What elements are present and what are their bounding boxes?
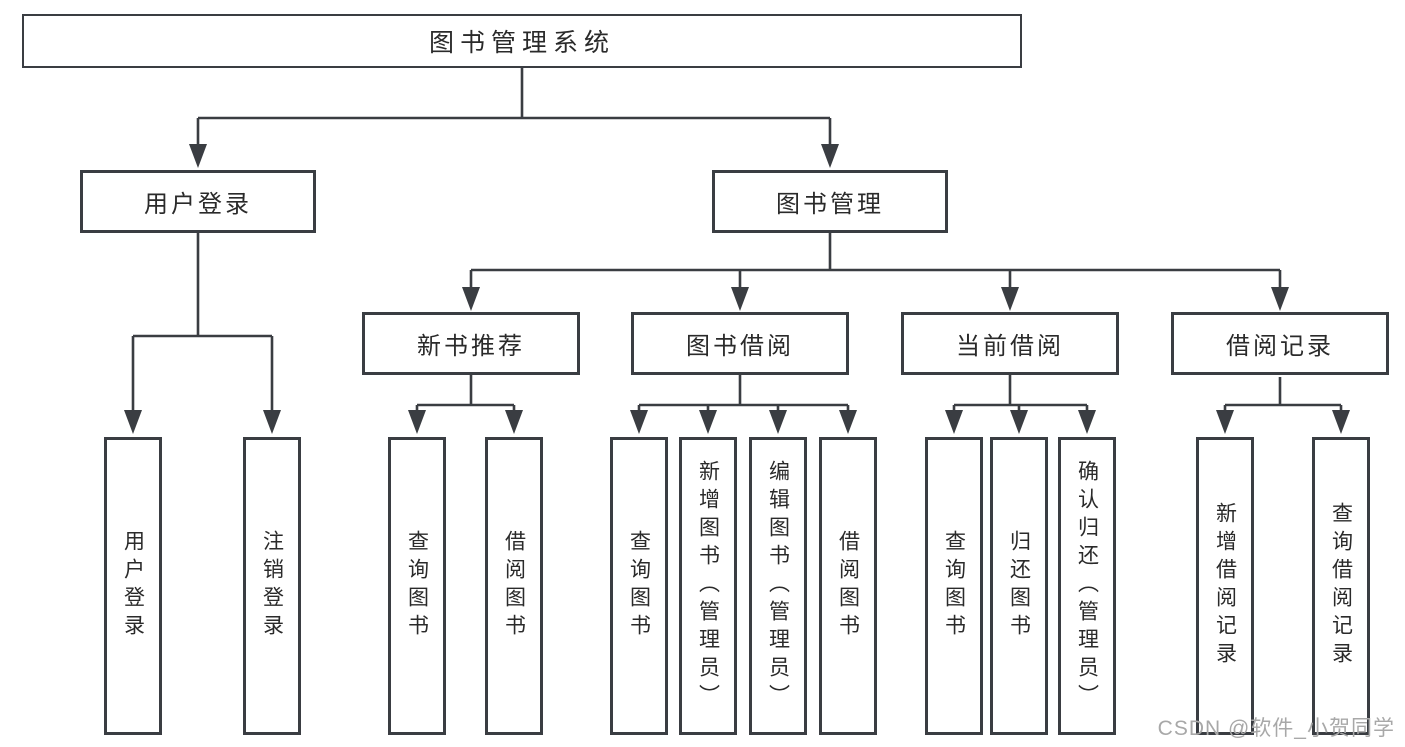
leaf-borrow-edit-book-admin: 编辑图书（管理员）	[749, 437, 807, 735]
user-login-to-leaves-connector	[131, 233, 274, 412]
leaf-newbook-borrow-book: 借阅图书	[485, 437, 543, 735]
leaf-newbook-query-book: 查询图书	[388, 437, 446, 735]
leaf-borrow-query-book: 查询图书	[610, 437, 668, 735]
leaf-user-login: 用户登录	[104, 437, 162, 735]
leaf-borrow-borrow-book: 借阅图书	[819, 437, 877, 735]
node-current-borrow: 当前借阅	[901, 312, 1119, 375]
borrow-record-to-leaves-connector	[1223, 377, 1343, 412]
leaf-borrow-add-book-admin: 新增图书（管理员）	[679, 437, 737, 735]
node-book-borrow: 图书借阅	[631, 312, 849, 375]
csdn-watermark: CSDN @软件_小贺同学	[1157, 717, 1395, 740]
leaf-current-confirm-return-admin: 确认归还（管理员）	[1058, 437, 1116, 735]
node-borrow-record: 借阅记录	[1171, 312, 1389, 375]
leaf-record-add-record: 新增借阅记录	[1196, 437, 1254, 735]
node-new-book-recommend: 新书推荐	[362, 312, 580, 375]
book-borrow-to-leaves-connector	[637, 375, 850, 412]
node-user-login: 用户登录	[80, 170, 316, 233]
new-book-to-leaves-connector	[415, 375, 516, 412]
leaf-current-return-book: 归还图书	[990, 437, 1048, 735]
current-borrow-to-leaves-connector	[952, 375, 1089, 412]
arrowheads	[124, 144, 1350, 434]
leaf-record-query-record: 查询借阅记录	[1312, 437, 1370, 735]
node-root: 图书管理系统	[22, 14, 1022, 68]
book-management-to-level3-connector	[469, 233, 1282, 289]
leaf-current-query-book: 查询图书	[925, 437, 983, 735]
root-to-level2-connector	[196, 68, 832, 146]
node-book-management: 图书管理	[712, 170, 948, 233]
leaf-logout: 注销登录	[243, 437, 301, 735]
